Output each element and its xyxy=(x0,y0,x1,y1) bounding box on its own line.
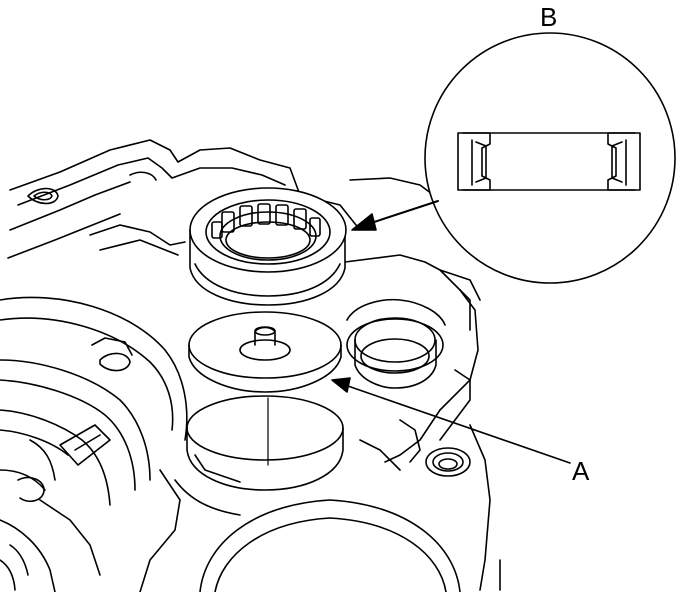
detail-view-b xyxy=(424,32,676,284)
transmission-case-outline xyxy=(0,139,501,592)
callout-label-a: A xyxy=(572,456,590,486)
adjacent-bore xyxy=(346,298,446,389)
callout-label-b: B xyxy=(540,2,558,32)
bearing-bore xyxy=(186,395,344,491)
small-seal-ring xyxy=(425,447,471,477)
roller-bearing xyxy=(189,187,347,306)
thrust-washer xyxy=(188,311,342,393)
leader-lines xyxy=(331,200,571,464)
